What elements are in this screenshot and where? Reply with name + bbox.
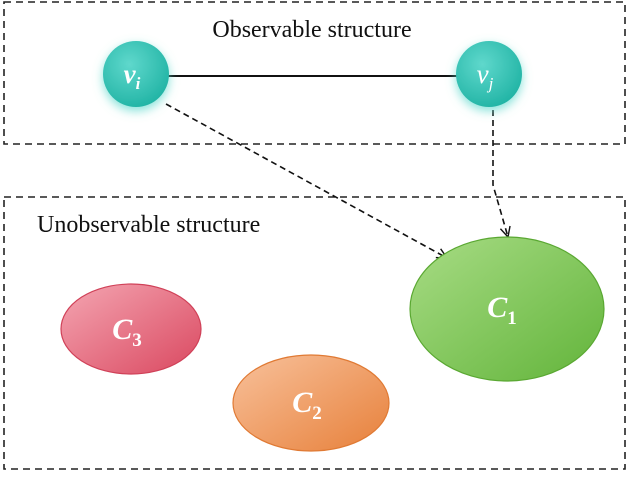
svg-text:C1: C1 xyxy=(487,291,517,329)
unobservable-region-box xyxy=(3,196,626,470)
node-vj: vj xyxy=(456,41,522,107)
node-vi-main-label: v xyxy=(124,59,137,89)
cluster-c1-subscript: 1 xyxy=(507,308,517,329)
cluster-c2: C2 xyxy=(232,354,390,452)
node-vj-subscript: j xyxy=(487,74,494,93)
node-vi: vi xyxy=(103,41,169,107)
node-vj-main-label: v xyxy=(477,59,489,89)
cluster-c1: C1 xyxy=(409,236,605,382)
cluster-c2-main-label: C xyxy=(292,386,313,419)
cluster-c3: C3 xyxy=(60,283,202,375)
observable-region-box xyxy=(3,1,626,145)
arrow-vi-to-c1 xyxy=(165,103,447,258)
cluster-c1-main-label: C xyxy=(487,291,508,324)
node-vi-subscript: i xyxy=(136,74,141,93)
svg-text:vi: vi xyxy=(124,59,141,93)
arrow-vj-to-c1 xyxy=(492,110,508,237)
cluster-c2-subscript: 2 xyxy=(312,403,322,424)
unobservable-region-title: Unobservable structure xyxy=(37,212,260,238)
svg-text:C2: C2 xyxy=(292,386,322,424)
observable-region-title: Observable structure xyxy=(212,17,411,43)
cluster-c3-main-label: C xyxy=(112,313,133,346)
svg-text:vj: vj xyxy=(477,59,494,93)
svg-text:C3: C3 xyxy=(112,313,142,351)
cluster-c3-subscript: 3 xyxy=(132,330,142,351)
